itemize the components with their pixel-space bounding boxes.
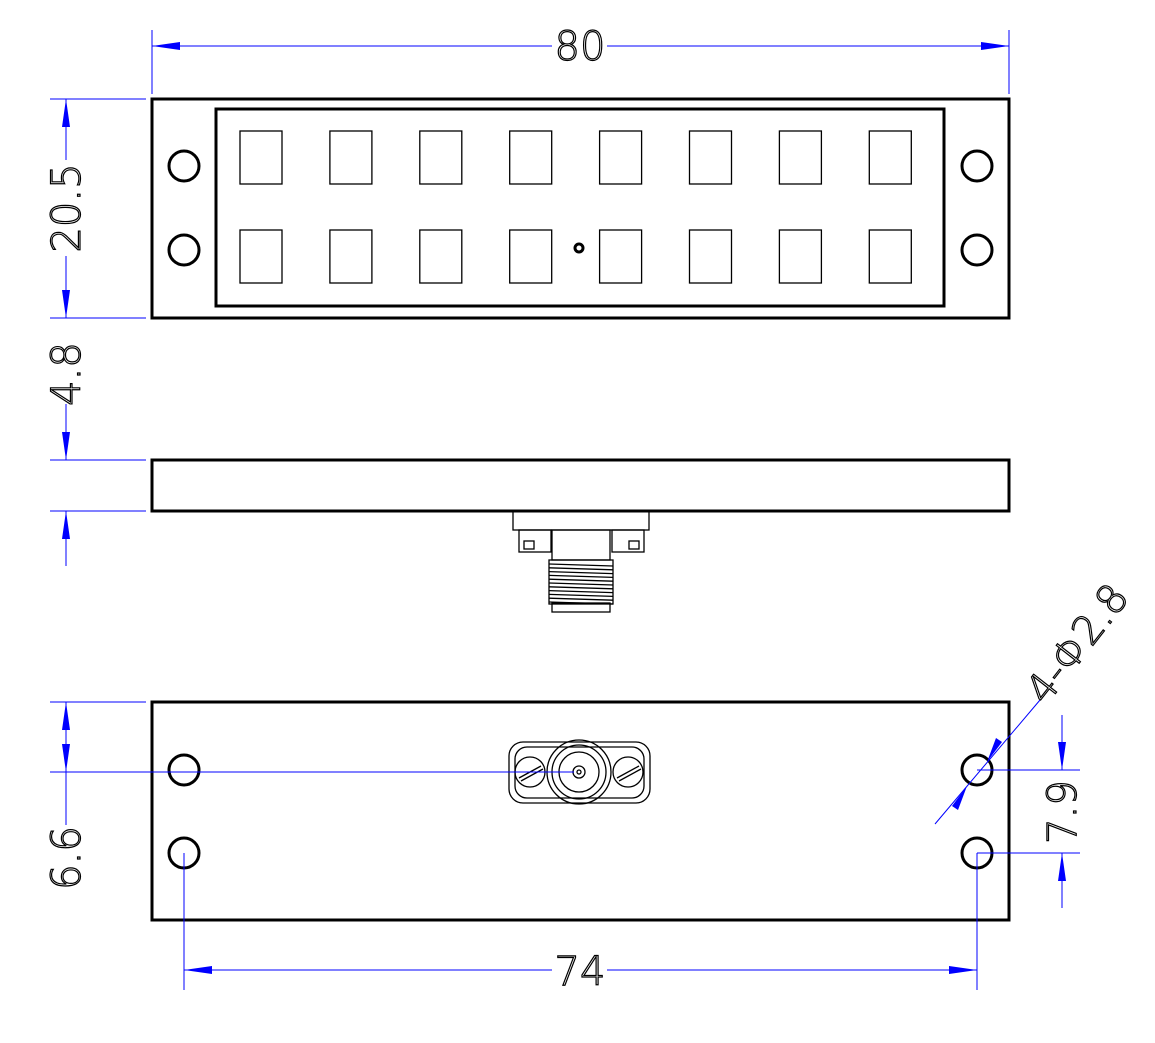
dim-hole-callout: 4-Φ2.8 (1017, 575, 1138, 712)
thread-ridge (548, 582, 614, 586)
thread-ridge (548, 567, 614, 571)
dim-bottom-offset: 6.6 (44, 826, 90, 890)
patch-element (509, 229, 553, 284)
thread-ridge (548, 574, 614, 579)
thread-ridge (548, 589, 614, 594)
top-view (150, 97, 1011, 320)
patch-element (239, 229, 283, 284)
bottom-hole-top-left (167, 753, 201, 787)
patch-array (239, 130, 912, 284)
dim-height-top-view: 20.5 (44, 163, 90, 252)
patch-element (239, 130, 283, 185)
mount-hole-top-right (960, 149, 994, 183)
dim-overall-width: 80 (555, 24, 606, 70)
patch-element (778, 130, 823, 185)
thread-ridge (548, 593, 614, 598)
dim-gap: 4.8 (44, 342, 90, 406)
patch-element (868, 130, 912, 185)
thread-ridge (548, 570, 614, 575)
mount-hole-top-left (167, 149, 201, 183)
patch-element (329, 130, 373, 185)
patch-element (419, 229, 463, 284)
thread-ridge (548, 597, 614, 601)
mount-hole-bottom-right (960, 233, 994, 267)
patch-element (598, 130, 643, 185)
bottom-view-outline (150, 700, 1011, 922)
radome-frame (214, 107, 946, 308)
connector-thread (548, 563, 614, 605)
patch-element (509, 130, 553, 185)
dim-hole-pitch: 7.9 (1040, 780, 1086, 844)
connector-side (512, 510, 650, 613)
thread-ridge (548, 586, 614, 590)
patch-element (778, 229, 823, 284)
dim-hole-spacing: 74 (555, 949, 606, 995)
patch-element (688, 130, 733, 185)
dimension-lines (50, 30, 1080, 990)
thread-ridge (548, 578, 614, 582)
side-view (150, 458, 1011, 613)
patch-element (688, 229, 733, 284)
top-view-outline (150, 97, 1011, 320)
bottom-view (150, 700, 1011, 922)
patch-element (868, 229, 912, 284)
side-view-outline (150, 458, 1011, 513)
thread-ridge (548, 563, 614, 567)
mount-hole-bottom-left (167, 233, 201, 267)
patch-element (329, 229, 373, 284)
center-mark (573, 242, 585, 254)
patch-element (419, 130, 463, 185)
patch-element (598, 229, 643, 284)
